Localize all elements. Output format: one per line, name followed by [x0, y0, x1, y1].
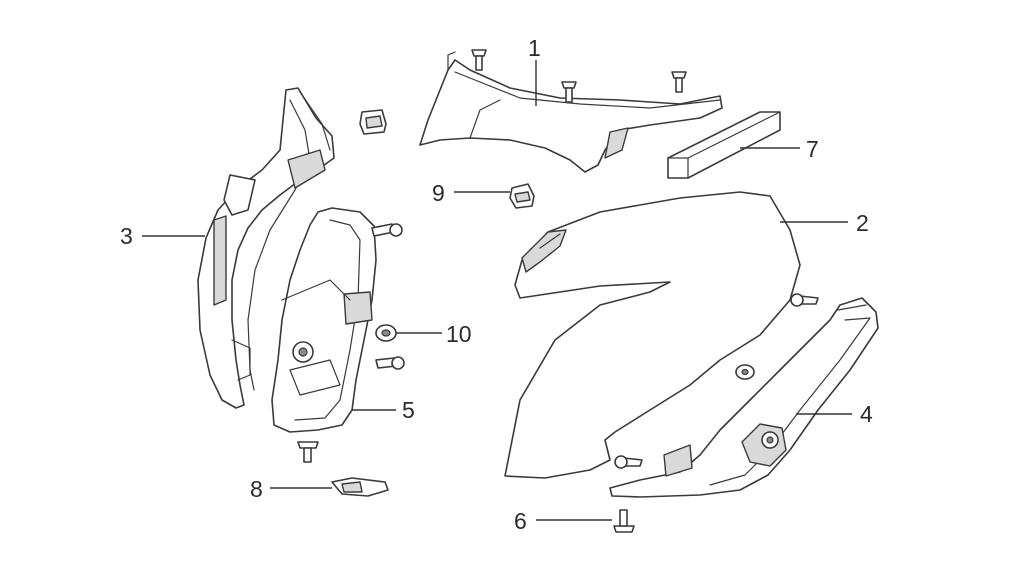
callout-1: 1: [528, 35, 541, 61]
callout-2: 2: [856, 210, 869, 236]
callout-5: 5: [402, 397, 415, 423]
part-3-left-cover: [197, 87, 335, 409]
bolt-upper-mid: [371, 223, 403, 237]
part-5-inner-cover: [271, 207, 377, 433]
callout-6: 6: [514, 508, 527, 534]
bolt-under-part-5: [297, 441, 319, 463]
bolt-right-upper: [790, 293, 819, 307]
callout-8: 8: [250, 476, 263, 502]
clip-nut-top: [359, 109, 387, 135]
bolt-lower-mid: [375, 356, 405, 370]
part-6-bolt: [613, 509, 635, 533]
part-7-foam-block: [667, 111, 781, 179]
part-1-bolts: [471, 49, 687, 103]
callout-10: 10: [446, 321, 472, 347]
callout-7: 7: [806, 136, 819, 162]
part-8-clip: [331, 477, 389, 497]
grommet-right: [735, 364, 755, 380]
part-4-lower-trim: [609, 297, 879, 498]
bolt-right-lower: [614, 455, 643, 469]
callout-3: 3: [120, 223, 133, 249]
part-10-grommet: [375, 324, 397, 342]
callout-4: 4: [860, 401, 873, 427]
part-1-top-cover: [419, 51, 723, 173]
callout-9: 9: [432, 180, 445, 206]
part-2-side-panel: [504, 191, 801, 479]
part-9-speed-nut: [509, 183, 535, 209]
